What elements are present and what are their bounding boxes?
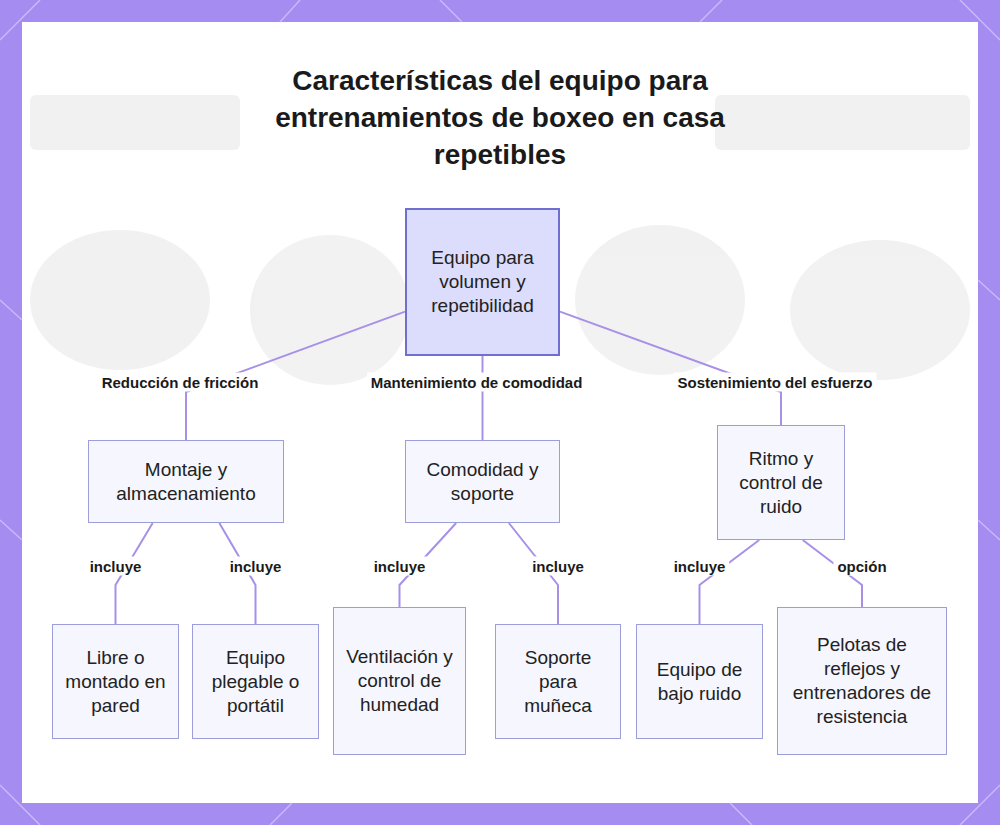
edge-label: incluye — [86, 557, 146, 576]
category-box: Montaje y almacenamiento — [88, 440, 284, 523]
edge-label: incluye — [370, 557, 430, 576]
diagram-title: Características del equipo para entrenam… — [230, 62, 770, 173]
edge-label: opción — [833, 557, 890, 576]
node-label: Soporte para muñeca — [506, 646, 610, 718]
edge-label: incluye — [226, 557, 286, 576]
node-label: Equipo de bajo ruido — [647, 658, 752, 706]
node-label: Ritmo y control de ruido — [730, 447, 832, 519]
edge-label: incluye — [528, 557, 588, 576]
edge-label: Mantenimiento de comodidad — [367, 373, 587, 392]
category-box: Soporte para muñeca — [495, 624, 621, 739]
node-label: Ventilación y control de humedad — [344, 645, 455, 717]
category-box: Ritmo y control de ruido — [717, 425, 845, 540]
node-label: Libre o montado en pared — [63, 646, 168, 718]
category-box: Libre o montado en pared — [52, 624, 179, 739]
category-box: Equipo plegable o portátil — [192, 624, 319, 739]
category-box: Equipo de bajo ruido — [636, 624, 763, 739]
connector — [700, 540, 760, 624]
node-label: Equipo para volumen y repetibilidad — [423, 246, 542, 318]
node-label: Comodidad y soporte — [418, 458, 547, 506]
connector — [482, 356, 483, 440]
node-label: Montaje y almacenamiento — [101, 458, 271, 506]
connector — [560, 312, 781, 425]
node-label: Pelotas de reflejos y entrenadores de re… — [788, 633, 936, 729]
category-box: Comodidad y soporte — [405, 440, 560, 523]
category-box: Ventilación y control de humedad — [333, 607, 466, 755]
category-box: Pelotas de reflejos y entrenadores de re… — [777, 607, 947, 755]
edge-label: Reducción de fricción — [98, 373, 263, 392]
node-label: Equipo plegable o portátil — [203, 646, 308, 718]
root-box: Equipo para volumen y repetibilidad — [405, 208, 560, 356]
edge-label: incluye — [670, 557, 730, 576]
edge-label: Sostenimiento del esfuerzo — [673, 373, 876, 392]
